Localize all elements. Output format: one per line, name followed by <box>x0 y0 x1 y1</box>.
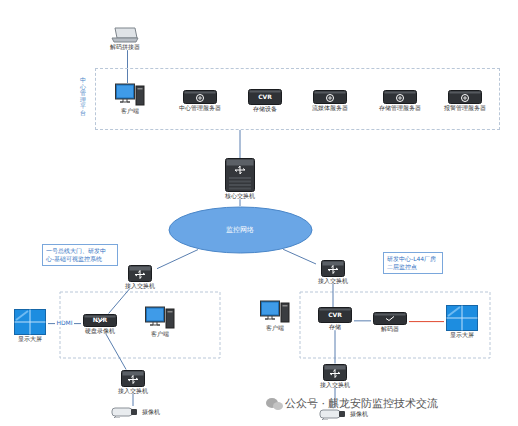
switch-icon <box>121 370 145 387</box>
device-label: 硬盘录像机 <box>81 327 119 334</box>
device-label: 报警管理服务器 <box>442 104 488 111</box>
device-label: 客户端 <box>143 330 177 337</box>
group-label: 中心管理平台 <box>80 77 86 117</box>
pc-node: 客户端 <box>113 83 147 114</box>
pc-node: 客户端 <box>143 306 177 337</box>
server-icon <box>183 90 217 104</box>
connector <box>335 330 336 363</box>
camera-node: 摄像机 <box>110 406 160 418</box>
connector <box>133 394 134 406</box>
connector <box>240 130 241 158</box>
edge-label: HDMI <box>55 320 73 327</box>
device-label: 存储 <box>316 323 354 330</box>
connector <box>240 199 241 206</box>
server-icon <box>383 90 417 104</box>
switch-icon <box>128 265 152 282</box>
switch-icon <box>323 364 347 381</box>
wechat-icon <box>266 398 283 410</box>
device-label: 接入交换机 <box>116 387 150 394</box>
device-label: 摄像机 <box>350 410 368 417</box>
pc-node: 客户端 <box>258 300 292 331</box>
device-model: CVR <box>248 94 282 100</box>
device-model: CVR <box>318 312 352 318</box>
device-label: 解码器 <box>371 325 409 332</box>
device-label: 核心交换机 <box>223 192 257 199</box>
device-label: 摄像机 <box>142 408 160 415</box>
device-label: 解码拼接器 <box>108 43 142 50</box>
camera-icon <box>110 406 140 418</box>
server-node: 报警管理服务器 <box>442 90 488 111</box>
device-label: 接入交换机 <box>318 381 352 388</box>
server-node: 流媒体服务器 <box>310 90 350 111</box>
switch-node: 接入交换机 <box>116 370 150 394</box>
cvr-icon: CVR <box>248 89 282 105</box>
device-label: 客户端 <box>113 107 147 114</box>
wall-icon <box>446 305 478 331</box>
device-label: 存储管理服务器 <box>377 104 423 111</box>
device-model: NVR <box>83 317 117 323</box>
wall-node: 显示大屏 <box>444 305 480 338</box>
device-label: 接入交换机 <box>123 282 157 289</box>
pc-icon <box>115 83 145 107</box>
pc-icon <box>145 306 175 330</box>
connector <box>333 284 334 307</box>
core-icon <box>225 158 255 192</box>
cvr-node: CVR 存储设备 <box>246 89 284 112</box>
connector <box>409 321 444 322</box>
server-node: 中心管理服务器 <box>177 90 223 111</box>
laptop-node: 解码拼接器 <box>108 27 142 50</box>
dashed-frame <box>60 292 220 358</box>
nvr-node: NVR 硬盘录像机 <box>81 314 119 334</box>
connector <box>283 249 316 264</box>
device-label: 接入交换机 <box>316 277 350 284</box>
wall-icon <box>14 309 46 335</box>
switch-node: 接入交换机 <box>316 260 350 284</box>
note-text: 研发中心-L44厂房二层监控点 <box>387 255 439 271</box>
nvr-icon: NVR <box>83 314 117 327</box>
device-label: 显示大屏 <box>12 335 48 342</box>
connector <box>354 320 371 321</box>
watermark: 公众号 · 麒龙安防监控技术交流 <box>285 396 439 411</box>
server-icon <box>313 90 347 104</box>
cvr-node: CVR 存储 <box>316 307 354 330</box>
region-node: 中心管理平台客户端中心管理服务器CVR存储设备流媒体服务器存储管理服务器报警管理… <box>95 68 500 130</box>
device-label: 存储设备 <box>246 105 284 112</box>
device-label: 显示大屏 <box>444 331 480 338</box>
device-label: 中心管理服务器 <box>177 104 223 111</box>
wall-node: 显示大屏 <box>12 309 48 342</box>
server-icon <box>448 90 482 104</box>
dashed-frame <box>300 292 490 358</box>
callout-node: 研发中心-L44厂房二层监控点 <box>383 252 443 274</box>
nvr-node: 解码器 <box>371 312 409 332</box>
connector <box>127 50 128 83</box>
nvr-icon <box>373 312 407 325</box>
core-node: 核心交换机 <box>223 158 257 199</box>
switch-icon <box>321 260 345 277</box>
server-node: 存储管理服务器 <box>377 90 423 111</box>
ellipse-node: 监控网络 <box>168 206 313 254</box>
switch-node: 接入交换机 <box>123 265 157 289</box>
switch-node: 接入交换机 <box>318 364 352 388</box>
pc-icon <box>260 300 290 324</box>
network-label: 监控网络 <box>226 225 254 235</box>
cvr-icon: CVR <box>318 307 352 323</box>
device-label: 客户端 <box>258 324 292 331</box>
device-label: 流媒体服务器 <box>310 104 350 111</box>
laptop-icon <box>111 27 139 43</box>
connector <box>109 289 130 314</box>
note-text: 一号总线大门、研发中心-基础可视监控系统 <box>46 247 114 263</box>
callout-node: 一号总线大门、研发中心-基础可视监控系统 <box>42 244 118 266</box>
connector <box>106 334 126 370</box>
connector <box>157 250 198 269</box>
